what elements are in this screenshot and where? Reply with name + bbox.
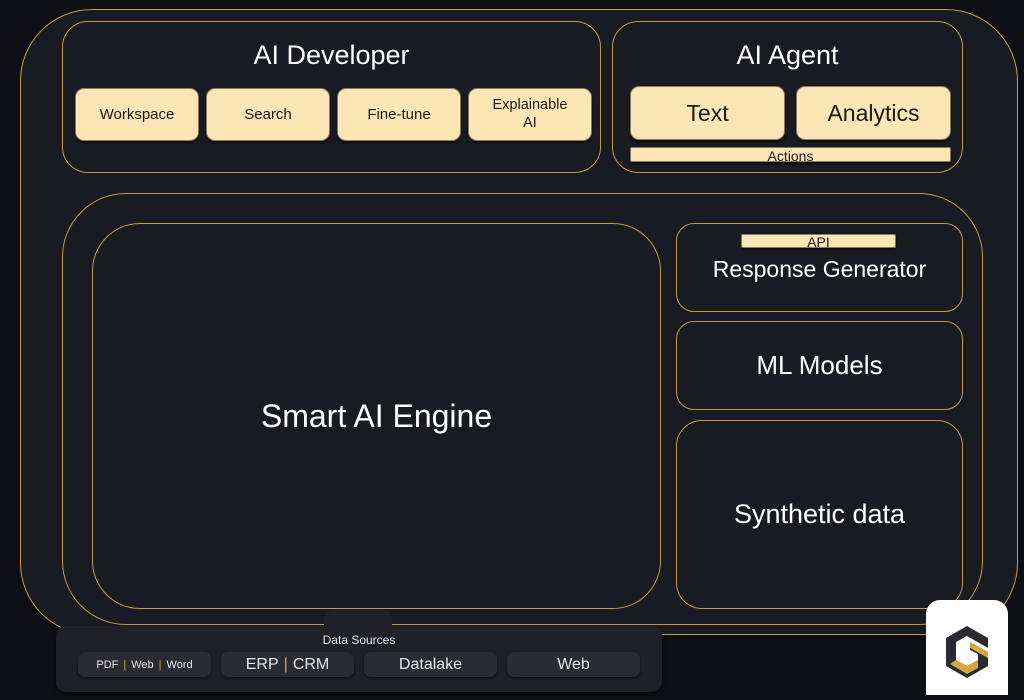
- ai-agent-panel: AI Agent Text Analytics Actions: [612, 21, 963, 173]
- brand-logo-svg: [946, 626, 988, 678]
- web-pill[interactable]: Web: [507, 652, 640, 677]
- separator: |: [158, 658, 162, 671]
- ml-models-title: ML Models: [756, 350, 883, 380]
- erp-label: ERP: [245, 655, 279, 673]
- word-label: Word: [166, 658, 193, 671]
- synthetic-data-title: Synthetic data: [733, 499, 906, 529]
- analytics-button[interactable]: Analytics: [796, 86, 951, 140]
- smart-ai-engine-panel: Smart AI Engine: [92, 223, 661, 609]
- actions-bar[interactable]: Actions: [630, 147, 951, 163]
- data-sources-title: Data Sources: [322, 633, 396, 647]
- api-badge[interactable]: API: [741, 234, 896, 249]
- erp-crm-pill[interactable]: ERP | CRM: [221, 652, 354, 677]
- separator: |: [283, 655, 288, 673]
- web-file-label: Web: [131, 658, 154, 671]
- ai-developer-panel: AI Developer Workspace Search Fine-tune …: [62, 21, 601, 173]
- file-sources-pill[interactable]: PDF | Web | Word: [78, 652, 211, 677]
- response-generator-panel: API Response Generator: [676, 223, 963, 312]
- ai-developer-title: AI Developer: [253, 39, 410, 70]
- synthetic-data-panel: Synthetic data: [676, 420, 963, 609]
- separator: |: [123, 658, 127, 671]
- ai-agent-title: AI Agent: [736, 39, 839, 70]
- fine-tune-button[interactable]: Fine-tune: [337, 88, 461, 141]
- workspace-button[interactable]: Workspace: [75, 88, 199, 141]
- text-button[interactable]: Text: [630, 86, 785, 140]
- smart-ai-engine-title: Smart AI Engine: [260, 397, 493, 434]
- ml-models-panel: ML Models: [676, 321, 963, 410]
- datalake-pill[interactable]: Datalake: [364, 652, 497, 677]
- crm-label: CRM: [292, 655, 330, 673]
- response-generator-title: Response Generator: [712, 255, 927, 282]
- explainable-ai-button[interactable]: Explainable AI: [468, 88, 592, 141]
- pdf-label: PDF: [96, 658, 119, 671]
- search-button[interactable]: Search: [206, 88, 330, 141]
- data-sources-bar: Data Sources PDF | Web | Word ERP | CRM …: [56, 626, 662, 692]
- brand-logo-icon: [926, 600, 1008, 695]
